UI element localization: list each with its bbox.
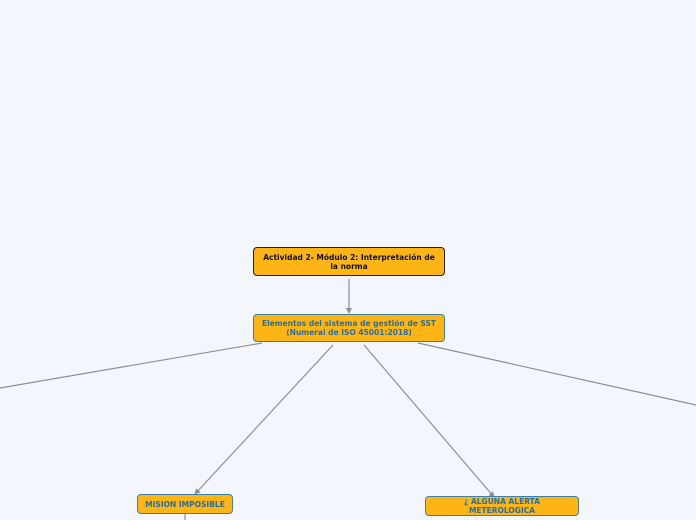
connector-main-to-right-offscreen — [417, 342, 696, 406]
subtopic-label: MISION IMPOSIBLE — [145, 499, 225, 509]
connector-main-to-left-offscreen — [0, 342, 263, 389]
connector-main-to-alerta — [363, 344, 495, 498]
connector-main-to-mision-imposible — [194, 344, 334, 495]
subtopic-label: ¿ ALGUNA ALERTA METEROLOGICA — [464, 497, 540, 515]
main-topic-node[interactable]: Elementos del sistema de gestión de SST … — [253, 314, 445, 342]
root-node[interactable]: Actividad 2- Módulo 2: Interpretación de… — [253, 247, 445, 276]
main-topic-label: Elementos del sistema de gestión de SST … — [261, 319, 437, 337]
subtopic-mision-imposible[interactable]: MISION IMPOSIBLE — [137, 494, 233, 514]
subtopic-alerta-meteorologica[interactable]: ¿ ALGUNA ALERTA METEROLOGICA — [425, 496, 579, 516]
root-node-label: Actividad 2- Módulo 2: Interpretación de… — [263, 252, 435, 271]
